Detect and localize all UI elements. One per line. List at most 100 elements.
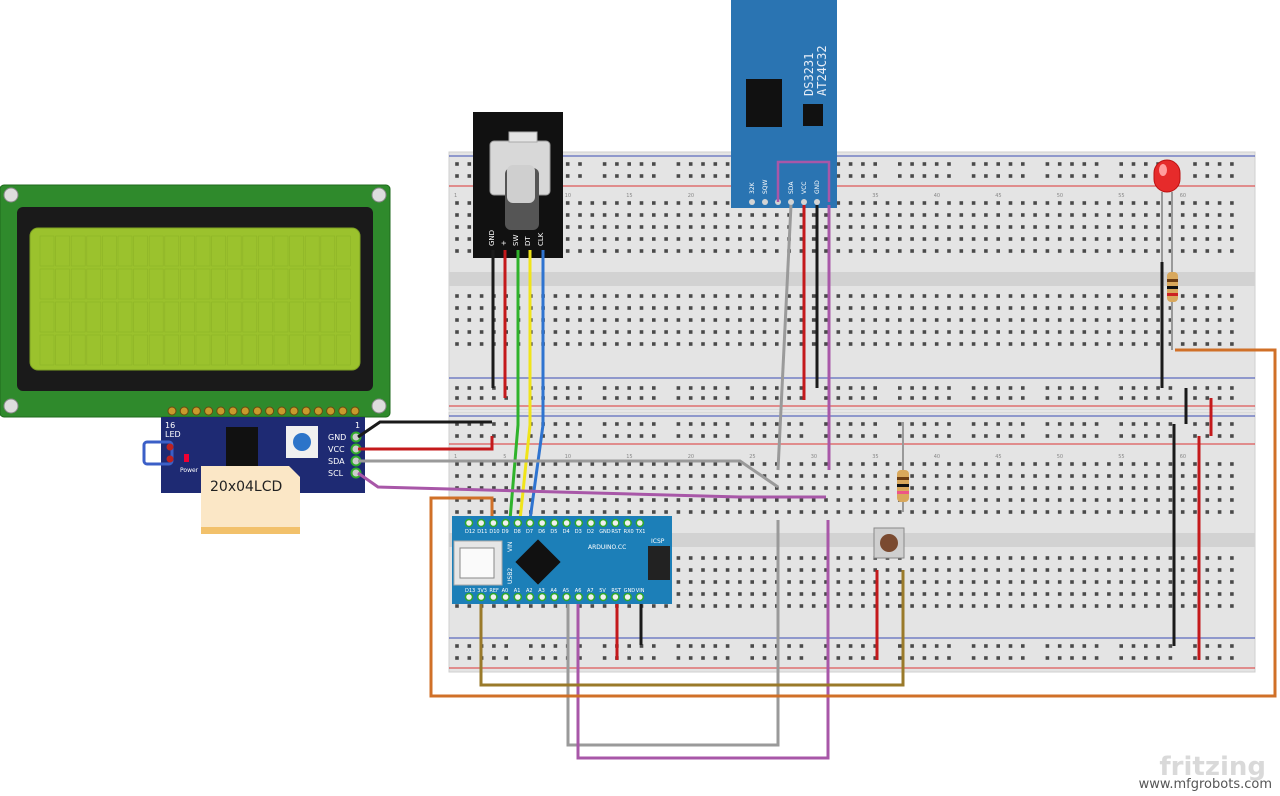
breadboard-hole[interactable] xyxy=(971,604,976,608)
breadboard-hole[interactable] xyxy=(455,396,459,400)
breadboard-hole[interactable] xyxy=(479,434,484,438)
breadboard-hole[interactable] xyxy=(1156,556,1160,560)
breadboard-hole[interactable] xyxy=(1021,294,1025,298)
breadboard-hole[interactable] xyxy=(873,422,877,426)
breadboard-hole[interactable] xyxy=(639,474,644,478)
breadboard-hole[interactable] xyxy=(996,237,1000,241)
breadboard-hole[interactable] xyxy=(848,580,853,584)
breadboard-hole[interactable] xyxy=(492,498,496,502)
breadboard-hole[interactable] xyxy=(922,306,927,310)
breadboard-hole[interactable] xyxy=(652,498,656,502)
breadboard-hole[interactable] xyxy=(1094,318,1099,322)
breadboard-hole[interactable] xyxy=(713,386,718,390)
breadboard-hole[interactable] xyxy=(934,604,939,608)
breadboard-hole[interactable] xyxy=(1168,498,1173,502)
breadboard-hole[interactable] xyxy=(1217,174,1222,178)
breadboard-hole[interactable] xyxy=(1094,249,1099,253)
breadboard-hole[interactable] xyxy=(1144,386,1148,390)
breadboard-hole[interactable] xyxy=(762,422,767,426)
breadboard-hole[interactable] xyxy=(565,396,570,400)
breadboard-hole[interactable] xyxy=(688,201,693,205)
breadboard-hole[interactable] xyxy=(984,592,988,596)
breadboard-hole[interactable] xyxy=(959,249,964,253)
breadboard-hole[interactable] xyxy=(1180,580,1185,584)
breadboard-hole[interactable] xyxy=(479,330,484,334)
breadboard-hole[interactable] xyxy=(664,213,668,217)
breadboard-hole[interactable] xyxy=(1045,474,1050,478)
breadboard-hole[interactable] xyxy=(996,318,1000,322)
breadboard-hole[interactable] xyxy=(1180,330,1185,334)
breadboard-hole[interactable] xyxy=(1045,396,1050,400)
breadboard-hole[interactable] xyxy=(799,486,804,490)
breadboard-hole[interactable] xyxy=(738,498,742,502)
breadboard-hole[interactable] xyxy=(701,162,705,166)
breadboard-hole[interactable] xyxy=(885,580,890,584)
breadboard-hole[interactable] xyxy=(898,422,902,426)
breadboard-hole[interactable] xyxy=(873,201,877,205)
breadboard-hole[interactable] xyxy=(615,237,619,241)
breadboard-hole[interactable] xyxy=(1070,318,1074,322)
breadboard-hole[interactable] xyxy=(848,174,853,178)
breadboard-hole[interactable] xyxy=(984,201,988,205)
breadboard-hole[interactable] xyxy=(455,225,459,229)
breadboard-hole[interactable] xyxy=(799,237,804,241)
breadboard-hole[interactable] xyxy=(701,462,705,466)
breadboard-hole[interactable] xyxy=(1193,422,1197,426)
breadboard-hole[interactable] xyxy=(775,486,779,490)
breadboard-hole[interactable] xyxy=(602,434,607,438)
breadboard-hole[interactable] xyxy=(688,294,693,298)
breadboard-hole[interactable] xyxy=(1193,174,1197,178)
breadboard-hole[interactable] xyxy=(787,330,791,334)
breadboard-hole[interactable] xyxy=(799,462,804,466)
breadboard-hole[interactable] xyxy=(725,498,730,502)
breadboard-hole[interactable] xyxy=(529,434,533,438)
breadboard-hole[interactable] xyxy=(713,580,718,584)
breadboard-hole[interactable] xyxy=(652,434,656,438)
breadboard-hole[interactable] xyxy=(1107,498,1111,502)
breadboard-hole[interactable] xyxy=(455,422,459,426)
breadboard-hole[interactable] xyxy=(861,237,865,241)
breadboard-hole[interactable] xyxy=(861,580,865,584)
breadboard-hole[interactable] xyxy=(775,474,779,478)
breadboard-hole[interactable] xyxy=(1217,249,1222,253)
breadboard-hole[interactable] xyxy=(848,462,853,466)
breadboard-hole[interactable] xyxy=(934,644,939,648)
breadboard-hole[interactable] xyxy=(578,486,582,490)
breadboard-hole[interactable] xyxy=(910,510,914,514)
breadboard-hole[interactable] xyxy=(836,474,841,478)
breadboard-hole[interactable] xyxy=(1168,510,1173,514)
breadboard-hole[interactable] xyxy=(848,644,853,648)
breadboard-hole[interactable] xyxy=(455,294,459,298)
breadboard-hole[interactable] xyxy=(615,306,619,310)
breadboard-hole[interactable] xyxy=(947,556,951,560)
breadboard-hole[interactable] xyxy=(1156,510,1160,514)
breadboard-hole[interactable] xyxy=(1045,162,1050,166)
breadboard-hole[interactable] xyxy=(934,294,939,298)
breadboard-hole[interactable] xyxy=(725,201,730,205)
breadboard-hole[interactable] xyxy=(922,318,927,322)
breadboard-hole[interactable] xyxy=(615,486,619,490)
breadboard-hole[interactable] xyxy=(713,498,718,502)
breadboard-hole[interactable] xyxy=(529,604,533,608)
breadboard-hole[interactable] xyxy=(861,486,865,490)
breadboard-hole[interactable] xyxy=(750,386,754,390)
breadboard-hole[interactable] xyxy=(1057,568,1062,572)
breadboard-hole[interactable] xyxy=(861,201,865,205)
breadboard-hole[interactable] xyxy=(455,644,459,648)
breadboard-hole[interactable] xyxy=(1144,249,1148,253)
breadboard-hole[interactable] xyxy=(602,342,607,346)
breadboard-hole[interactable] xyxy=(799,656,804,660)
breadboard-hole[interactable] xyxy=(1033,306,1037,310)
breadboard-hole[interactable] xyxy=(602,330,607,334)
breadboard-hole[interactable] xyxy=(1008,422,1013,426)
breadboard-hole[interactable] xyxy=(725,462,730,466)
breadboard-hole[interactable] xyxy=(1193,386,1197,390)
breadboard-hole[interactable] xyxy=(750,422,754,426)
breadboard-hole[interactable] xyxy=(701,237,705,241)
breadboard-hole[interactable] xyxy=(479,294,484,298)
breadboard-hole[interactable] xyxy=(627,306,631,310)
breadboard-hole[interactable] xyxy=(910,580,914,584)
breadboard-hole[interactable] xyxy=(1217,498,1222,502)
breadboard-hole[interactable] xyxy=(1230,568,1234,572)
breadboard-hole[interactable] xyxy=(934,162,939,166)
